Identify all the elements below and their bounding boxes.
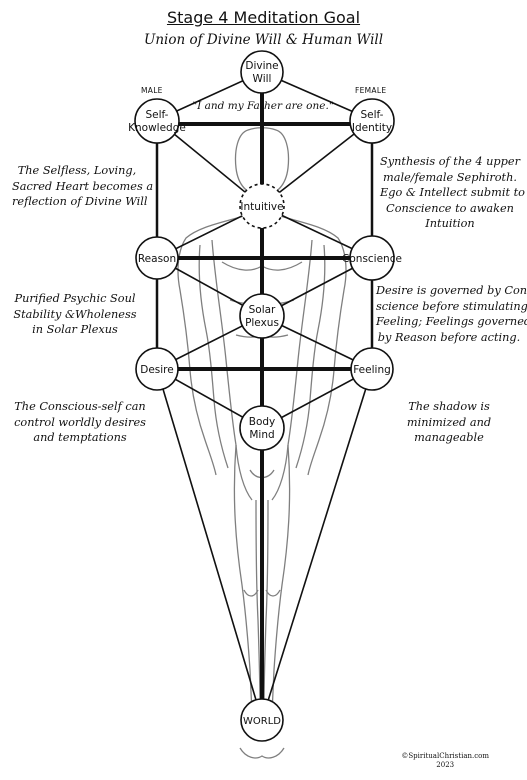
node-reason: Reason xyxy=(135,236,179,280)
note-line: Feeling; Feelings governed xyxy=(376,315,527,328)
note-line: The Conscious-self can xyxy=(14,400,146,413)
node-label: Intuitive xyxy=(240,201,283,213)
node-solar-plexus: Solar Plexus xyxy=(239,293,285,339)
page-title: Stage 4 Meditation Goal xyxy=(166,8,361,27)
note-line: Stability &Wholeness xyxy=(13,307,137,321)
note-line: and temptations xyxy=(33,431,127,444)
node-label: Body xyxy=(249,416,276,428)
node-self-knowledge: Self- Knowledge xyxy=(128,98,186,144)
node-world: WORLD xyxy=(240,698,284,742)
node-label: Desire xyxy=(140,364,173,376)
node-label: Plexus xyxy=(245,317,279,329)
copyright-credit: ©SpiritualChristian.com 2023 xyxy=(401,752,489,770)
node-label: Will xyxy=(253,73,272,85)
credit-line: ©SpiritualChristian.com xyxy=(401,752,489,760)
note-line: science before stimulating xyxy=(376,299,527,313)
note-desire-governed: Desire is governed by Con- science befor… xyxy=(376,283,527,345)
node-desire: Desire xyxy=(135,347,179,391)
node-label: Divine xyxy=(245,60,278,72)
node-label: WORLD xyxy=(243,716,281,727)
note-conscious-self: The Conscious-self can control worldly d… xyxy=(12,399,148,446)
note-line: Conscience to awaken xyxy=(386,201,514,215)
note-psychic-soul: Purified Psychic Soul Stability &Wholene… xyxy=(10,291,140,338)
note-line: male/female Sephiroth. xyxy=(383,170,517,184)
node-label: Conscience xyxy=(342,253,402,265)
node-label: Self- xyxy=(146,109,169,121)
male-label: MALE xyxy=(141,86,163,95)
node-feeling: Feeling xyxy=(350,347,394,391)
note-line: Intuition xyxy=(425,217,475,230)
node-body-mind: Body Mind xyxy=(239,405,285,451)
note-line: Ego & Intellect submit to xyxy=(380,186,525,199)
credit-year: 2023 xyxy=(436,761,455,769)
sephiroth-nodes: Divine Will Self- Knowledge Self- Identi… xyxy=(128,50,402,742)
node-label: Feeling xyxy=(353,364,391,376)
note-line: Synthesis of the 4 upper xyxy=(380,155,520,168)
page-subtitle: Union of Divine Will & Human Will xyxy=(143,32,384,48)
note-shadow: The shadow is minimized and manageable xyxy=(394,399,504,446)
node-label: Mind xyxy=(249,429,274,441)
node-label: Knowledge xyxy=(128,122,186,134)
note-synthesis: Synthesis of the 4 upper male/female Sep… xyxy=(380,154,525,232)
female-label: FEMALE xyxy=(355,86,387,95)
note-line: in Solar Plexus xyxy=(32,323,118,336)
connection-lines xyxy=(155,71,374,721)
node-intuitive: Intuitive xyxy=(239,183,285,229)
node-label: Solar xyxy=(249,304,276,316)
note-line: manageable xyxy=(414,431,484,444)
node-label: Identity xyxy=(352,122,392,134)
note-line: The Selfless, Loving, xyxy=(17,164,137,177)
node-label: Self- xyxy=(361,109,384,121)
quote-text: "I and my Father are one." xyxy=(192,100,334,112)
note-line: Sacred Heart becomes a xyxy=(12,179,154,193)
note-line: control worldly desires xyxy=(14,415,146,429)
note-line: minimized and xyxy=(406,415,492,429)
node-divine-will: Divine Will xyxy=(240,50,284,94)
note-line: Purified Psychic Soul xyxy=(14,292,136,305)
note-sacred-heart: The Selfless, Loving, Sacred Heart becom… xyxy=(12,163,154,210)
note-line: Desire is governed by Con- xyxy=(376,284,527,297)
note-line: reflection of Divine Will xyxy=(12,195,148,208)
node-conscience: Conscience xyxy=(342,235,402,281)
note-line: by Reason before acting. xyxy=(377,330,521,344)
node-label: Reason xyxy=(138,253,176,265)
node-self-identity: Self- Identity xyxy=(349,98,395,144)
note-line: The shadow is xyxy=(408,400,490,413)
